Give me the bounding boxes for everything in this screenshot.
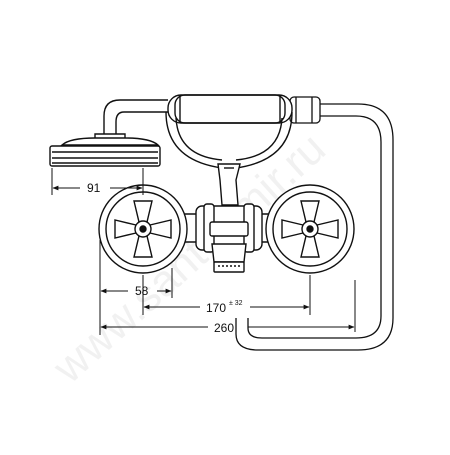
dimension-tolerance-170: ± 32 <box>229 300 243 307</box>
dimension-label-260: 260 <box>214 321 234 335</box>
extension-lines <box>51 168 356 335</box>
handset-cradle <box>165 111 293 169</box>
shower-arm <box>103 99 168 135</box>
dimension-label-58: 58 <box>135 284 149 298</box>
dimension-label-170: 170 <box>206 301 226 315</box>
right-handle <box>265 184 355 274</box>
dimension-label-91: 91 <box>87 181 101 195</box>
shower-head <box>49 133 161 167</box>
spout <box>211 243 247 273</box>
mixer-body <box>159 203 299 253</box>
dimension-lines <box>52 185 355 330</box>
left-handle <box>98 184 188 274</box>
hose-connector <box>289 96 321 124</box>
riser-column <box>217 163 241 206</box>
handset-handle <box>167 94 293 124</box>
hose <box>235 103 394 351</box>
